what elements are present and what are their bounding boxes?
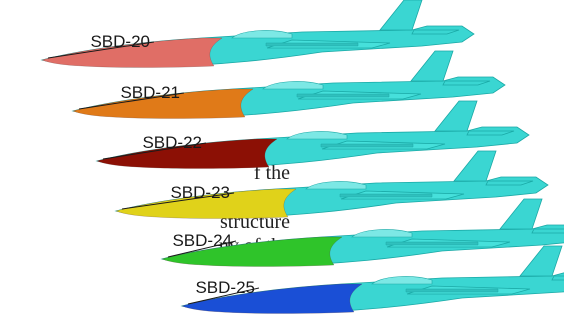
modified-forebody	[161, 236, 343, 267]
vertical-tail	[519, 245, 563, 277]
callout-label: SBD-23	[170, 183, 230, 202]
modified-forebody	[72, 88, 254, 119]
canopy	[351, 229, 413, 238]
modified-forebody	[41, 37, 223, 68]
leader-line	[102, 142, 207, 160]
horizontal-tail	[485, 180, 534, 186]
intake-rail	[320, 143, 414, 148]
callout-label: SBD-21	[120, 83, 180, 102]
leader-line	[187, 287, 260, 305]
modified-forebody	[96, 138, 278, 169]
horizontal-tail	[411, 29, 460, 35]
modified-forebody	[115, 188, 297, 219]
leader-line	[47, 41, 155, 59]
callout-label: SBD-20	[90, 32, 150, 51]
aircraft-sbd-23	[114, 150, 549, 219]
canopy	[305, 181, 367, 190]
aircraft-sbd-24	[160, 198, 564, 267]
intake-rail	[339, 193, 433, 198]
canopy	[371, 276, 433, 285]
aircraft-sbd-25	[180, 245, 564, 314]
aircraft-sbd-22	[95, 100, 530, 169]
modified-forebody	[181, 283, 363, 314]
vertical-tail	[499, 198, 543, 230]
horizontal-tail	[531, 228, 564, 234]
leader-line	[121, 192, 235, 210]
intake-rail	[405, 288, 499, 293]
aircraft-sbd-20	[40, 0, 475, 68]
callout-label: SBD-25	[195, 278, 255, 297]
vertical-tail	[434, 100, 478, 132]
canopy	[231, 30, 293, 39]
vertical-tail	[379, 0, 423, 31]
canopy	[286, 131, 348, 140]
horizontal-tail	[551, 275, 564, 281]
vertical-tail	[453, 150, 497, 182]
canopy	[262, 81, 324, 90]
callout-label: SBD-22	[142, 133, 202, 152]
vertical-tail	[410, 50, 454, 82]
intake-rail	[265, 42, 359, 47]
leader-line	[78, 92, 185, 110]
leader-line	[167, 240, 237, 258]
aircraft-sbd-21	[71, 50, 506, 119]
callout-label: SBD-24	[172, 231, 232, 250]
horizontal-tail	[442, 80, 491, 86]
intake-rail	[385, 241, 479, 246]
horizontal-tail	[466, 130, 515, 136]
intake-rail	[296, 93, 390, 98]
